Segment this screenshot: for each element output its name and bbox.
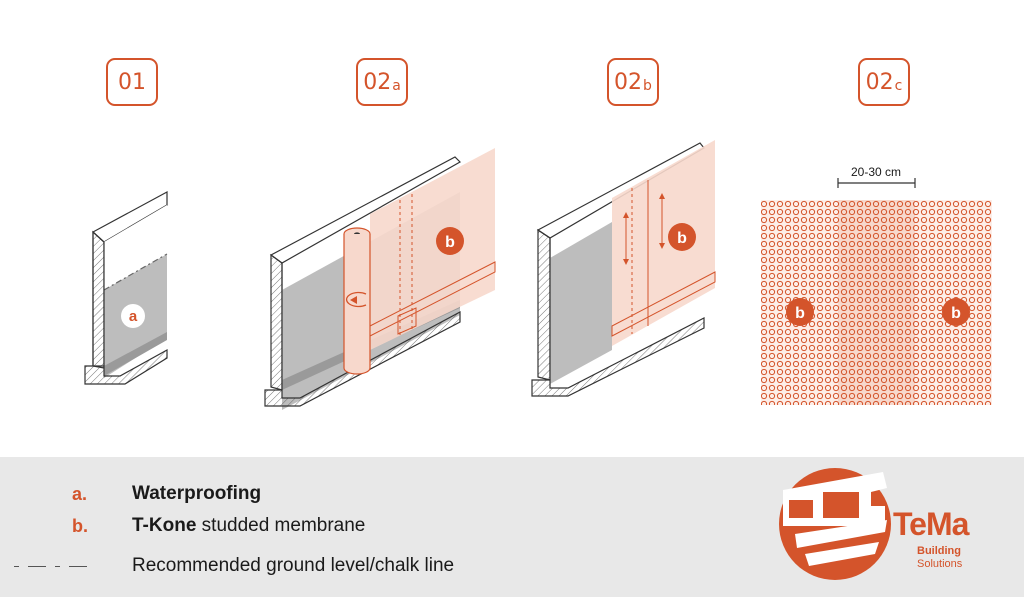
wall-step-02b xyxy=(531,142,705,397)
legend-key: a. xyxy=(72,483,88,504)
marker-b xyxy=(668,223,696,251)
brand-subtitle: Building xyxy=(917,545,961,557)
step-sub: b xyxy=(643,78,652,94)
legend-item-a: a. Waterproofing xyxy=(0,479,700,509)
legend-bold: Waterproofing xyxy=(132,483,262,504)
legend-item-b: b. T-Kone studded membrane xyxy=(0,511,700,541)
marker-b-label: b xyxy=(677,230,687,247)
installation-diagram: a b xyxy=(84,140,992,410)
legend-text: T-Kone studded membrane xyxy=(132,515,365,537)
legend-text: Waterproofing xyxy=(132,483,261,505)
brand-name: TeMa xyxy=(893,506,969,542)
dash-line-icon xyxy=(14,566,90,567)
legend-bold: T-Kone xyxy=(132,515,197,536)
step-number: 02 xyxy=(614,69,643,95)
step-number: 02 xyxy=(865,69,894,95)
legend-text: Recommended ground level/chalk line xyxy=(132,555,455,576)
legend-item-chalk-line: Recommended ground level/chalk line xyxy=(0,551,700,581)
membrane-step-02b xyxy=(611,140,716,346)
dimension-indicator xyxy=(837,178,916,188)
marker-b xyxy=(436,227,464,255)
step-sub: c xyxy=(894,78,903,94)
tema-logo-icon xyxy=(779,468,891,580)
legend-rest: studded membrane xyxy=(196,515,366,536)
step-number: 01 xyxy=(118,69,146,95)
dimension-label: 20-30 cm xyxy=(851,165,901,179)
step-number: 02 xyxy=(363,69,392,95)
marker-b xyxy=(786,298,814,326)
marker-b xyxy=(942,298,970,326)
wall-step-01 xyxy=(84,190,168,385)
marker-b-label: b xyxy=(445,234,455,251)
step-sub: a xyxy=(392,78,401,94)
marker-b-label: b xyxy=(951,305,961,322)
marker-a xyxy=(121,304,145,328)
marker-a-label: a xyxy=(129,308,138,325)
legend-key: b. xyxy=(72,515,88,536)
step-badge-01: 01 xyxy=(106,58,158,106)
membrane-step-02a xyxy=(343,148,496,375)
brand-subtitle: Solutions xyxy=(917,558,963,570)
marker-b-label: b xyxy=(795,305,805,322)
